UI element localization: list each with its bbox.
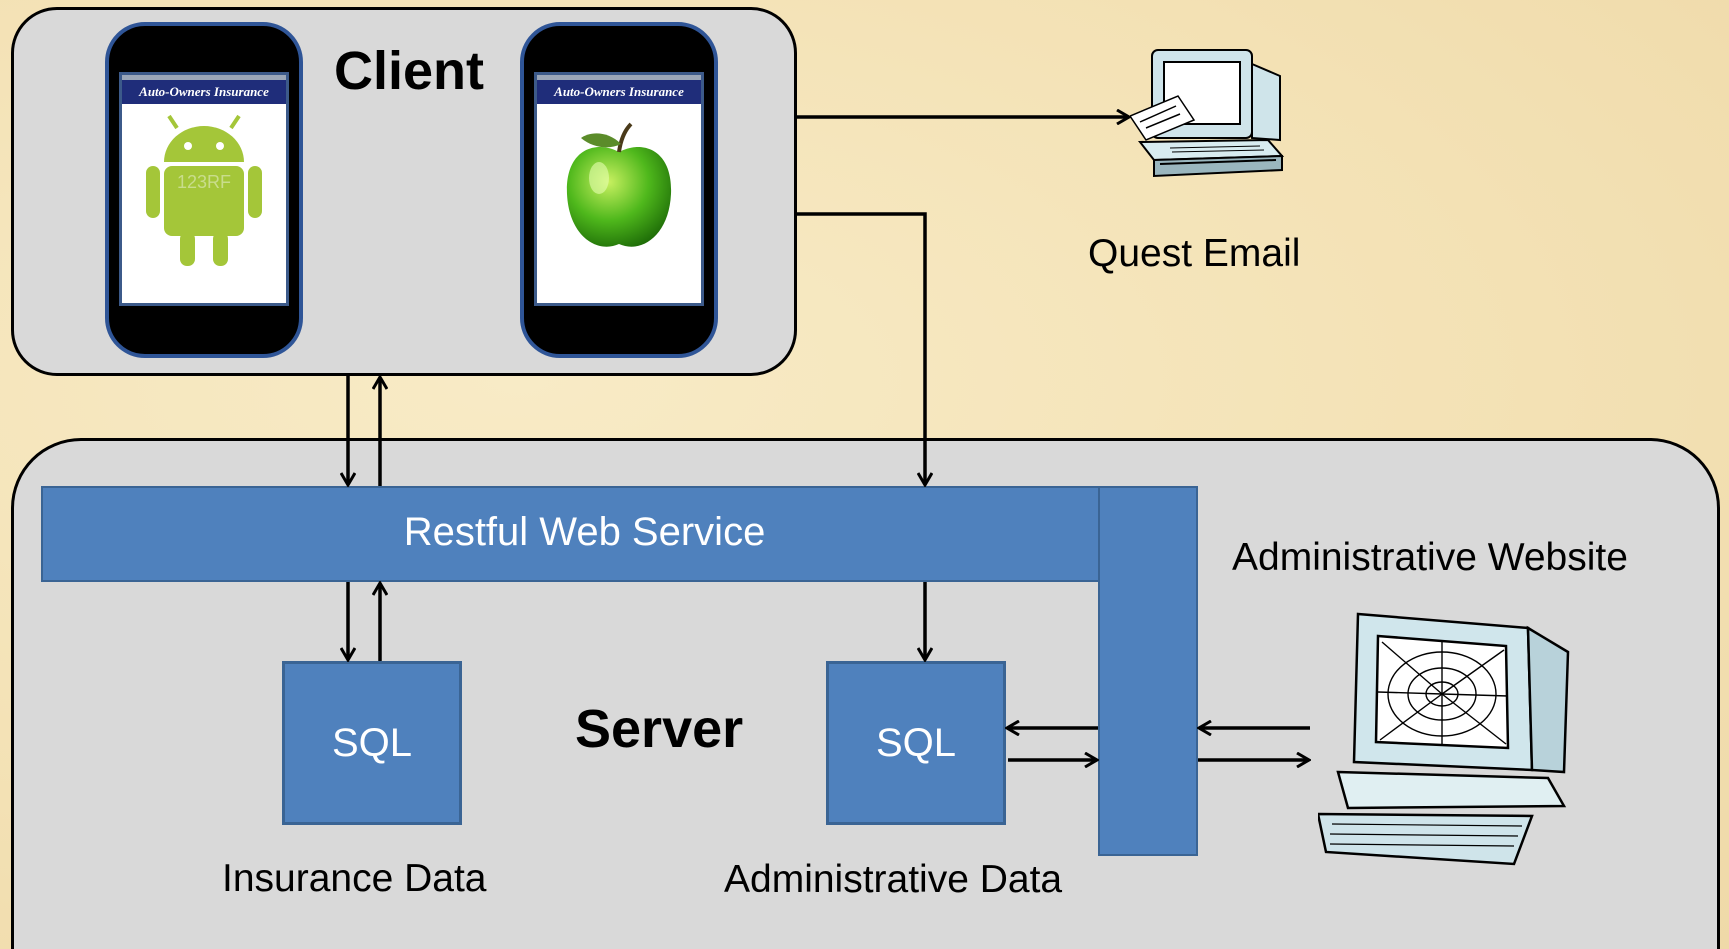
admin-website-label: Administrative Website <box>1232 536 1628 579</box>
web-computer-icon <box>1318 612 1570 866</box>
client-title: Client <box>334 41 485 101</box>
restful-web-service-bar <box>41 486 1198 582</box>
spider-web-icon <box>1377 641 1509 745</box>
quest-email-label: Quest Email <box>1088 232 1301 275</box>
insurance-sql-database: SQL <box>282 661 462 825</box>
apple-phone: Auto-Owners Insurance <box>520 22 718 358</box>
arrow-client-to-service <box>797 212 925 484</box>
android-phone-banner: Auto-Owners Insurance <box>122 75 286 104</box>
admin-sql-database: SQL <box>826 661 1006 825</box>
android-phone: Auto-Owners Insurance 123RF <box>105 22 303 358</box>
restful-web-service-leg <box>1098 486 1198 856</box>
server-title: Server <box>575 699 744 759</box>
apple-phone-screen: Auto-Owners Insurance <box>534 72 704 306</box>
insurance-data-label: Insurance Data <box>222 857 487 900</box>
green-apple-icon <box>566 122 672 247</box>
mail-computer-icon <box>1130 49 1285 178</box>
restful-web-service-label: Restful Web Service <box>403 510 766 554</box>
admin-data-label: Administrative Data <box>724 858 1063 901</box>
android-robot-icon: 123RF <box>146 114 262 266</box>
apple-phone-banner: Auto-Owners Insurance <box>537 75 701 104</box>
android-phone-screen: Auto-Owners Insurance 123RF <box>119 72 289 306</box>
android-watermark: 123RF <box>177 172 231 192</box>
